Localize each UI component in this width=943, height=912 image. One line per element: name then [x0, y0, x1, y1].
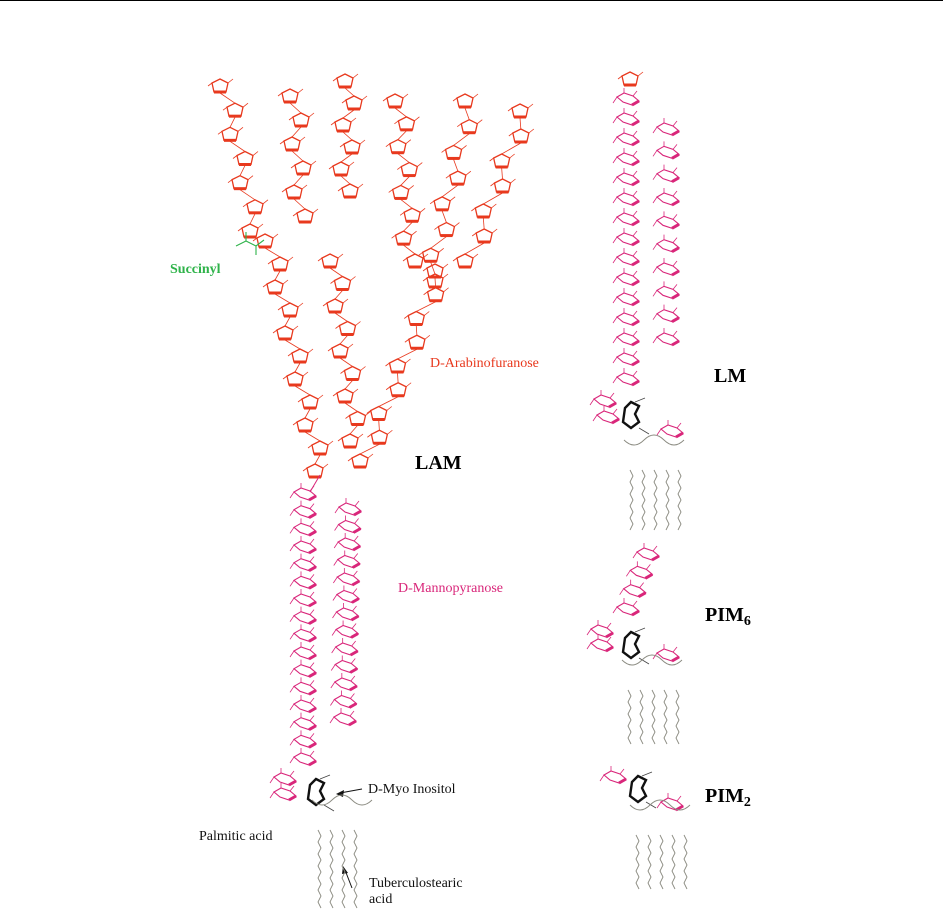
- succinyl-label: Succinyl: [170, 262, 221, 277]
- pim2-inositol-ring: [628, 771, 657, 809]
- lm-mannan-right: [652, 118, 680, 347]
- lm-inositol-mannose: [589, 390, 620, 425]
- lam-inositol-ring: [306, 774, 335, 812]
- arabinan-branch-5: [418, 93, 483, 289]
- pim2-label: PIM2: [705, 785, 751, 810]
- lm-mannan-left: [612, 88, 640, 387]
- lm-inositol-ring: [621, 397, 650, 435]
- lm-side-mannose: [656, 420, 684, 439]
- mannan-linker: [309, 474, 321, 493]
- lam-inositol-mannose: [269, 768, 297, 802]
- top-border: [0, 0, 943, 1]
- lm-terminal-sugar: [617, 71, 644, 87]
- mannopyranose-label: D-Mannopyranose: [398, 581, 503, 596]
- pim6-inositol-mannose: [586, 620, 614, 653]
- arabinan-branch-3: [328, 73, 368, 199]
- pim6-side-mannose: [652, 644, 680, 663]
- pim6-label: PIM6: [705, 604, 751, 629]
- pim6-inositol-ring: [621, 627, 650, 665]
- arabinan-main-middle: [317, 253, 371, 449]
- lm-label: LM: [714, 365, 747, 387]
- mannan-core-left: [289, 483, 317, 767]
- arabinan-branch-6: [452, 103, 535, 269]
- arabinan-branch-2: [277, 88, 319, 224]
- arabinofuranose-label: D-Arabinofuranose: [430, 356, 539, 371]
- myo-inositol-label: D-Myo Inositol: [368, 782, 456, 797]
- succinyl-group: [235, 232, 265, 255]
- pim6-mannan: [612, 543, 660, 617]
- arabinan-main-right: [347, 263, 449, 469]
- pim2-side-mannose: [656, 793, 684, 812]
- pim2-mannose: [599, 766, 627, 785]
- arabinan-main-left: [252, 233, 334, 479]
- mannan-core-right: [329, 498, 362, 727]
- lam-lipid-tails: [311, 794, 373, 909]
- lam-label: LAM: [415, 452, 462, 474]
- lm-lipid-tails: [623, 434, 685, 531]
- arabinan-branch-1: [207, 78, 269, 239]
- arabinan-branch-4: [382, 93, 429, 269]
- pim2-lipid-tails: [629, 799, 691, 890]
- palmitic-acid-label: Palmitic acid: [199, 829, 273, 844]
- pim6-lipid-tails: [621, 654, 683, 745]
